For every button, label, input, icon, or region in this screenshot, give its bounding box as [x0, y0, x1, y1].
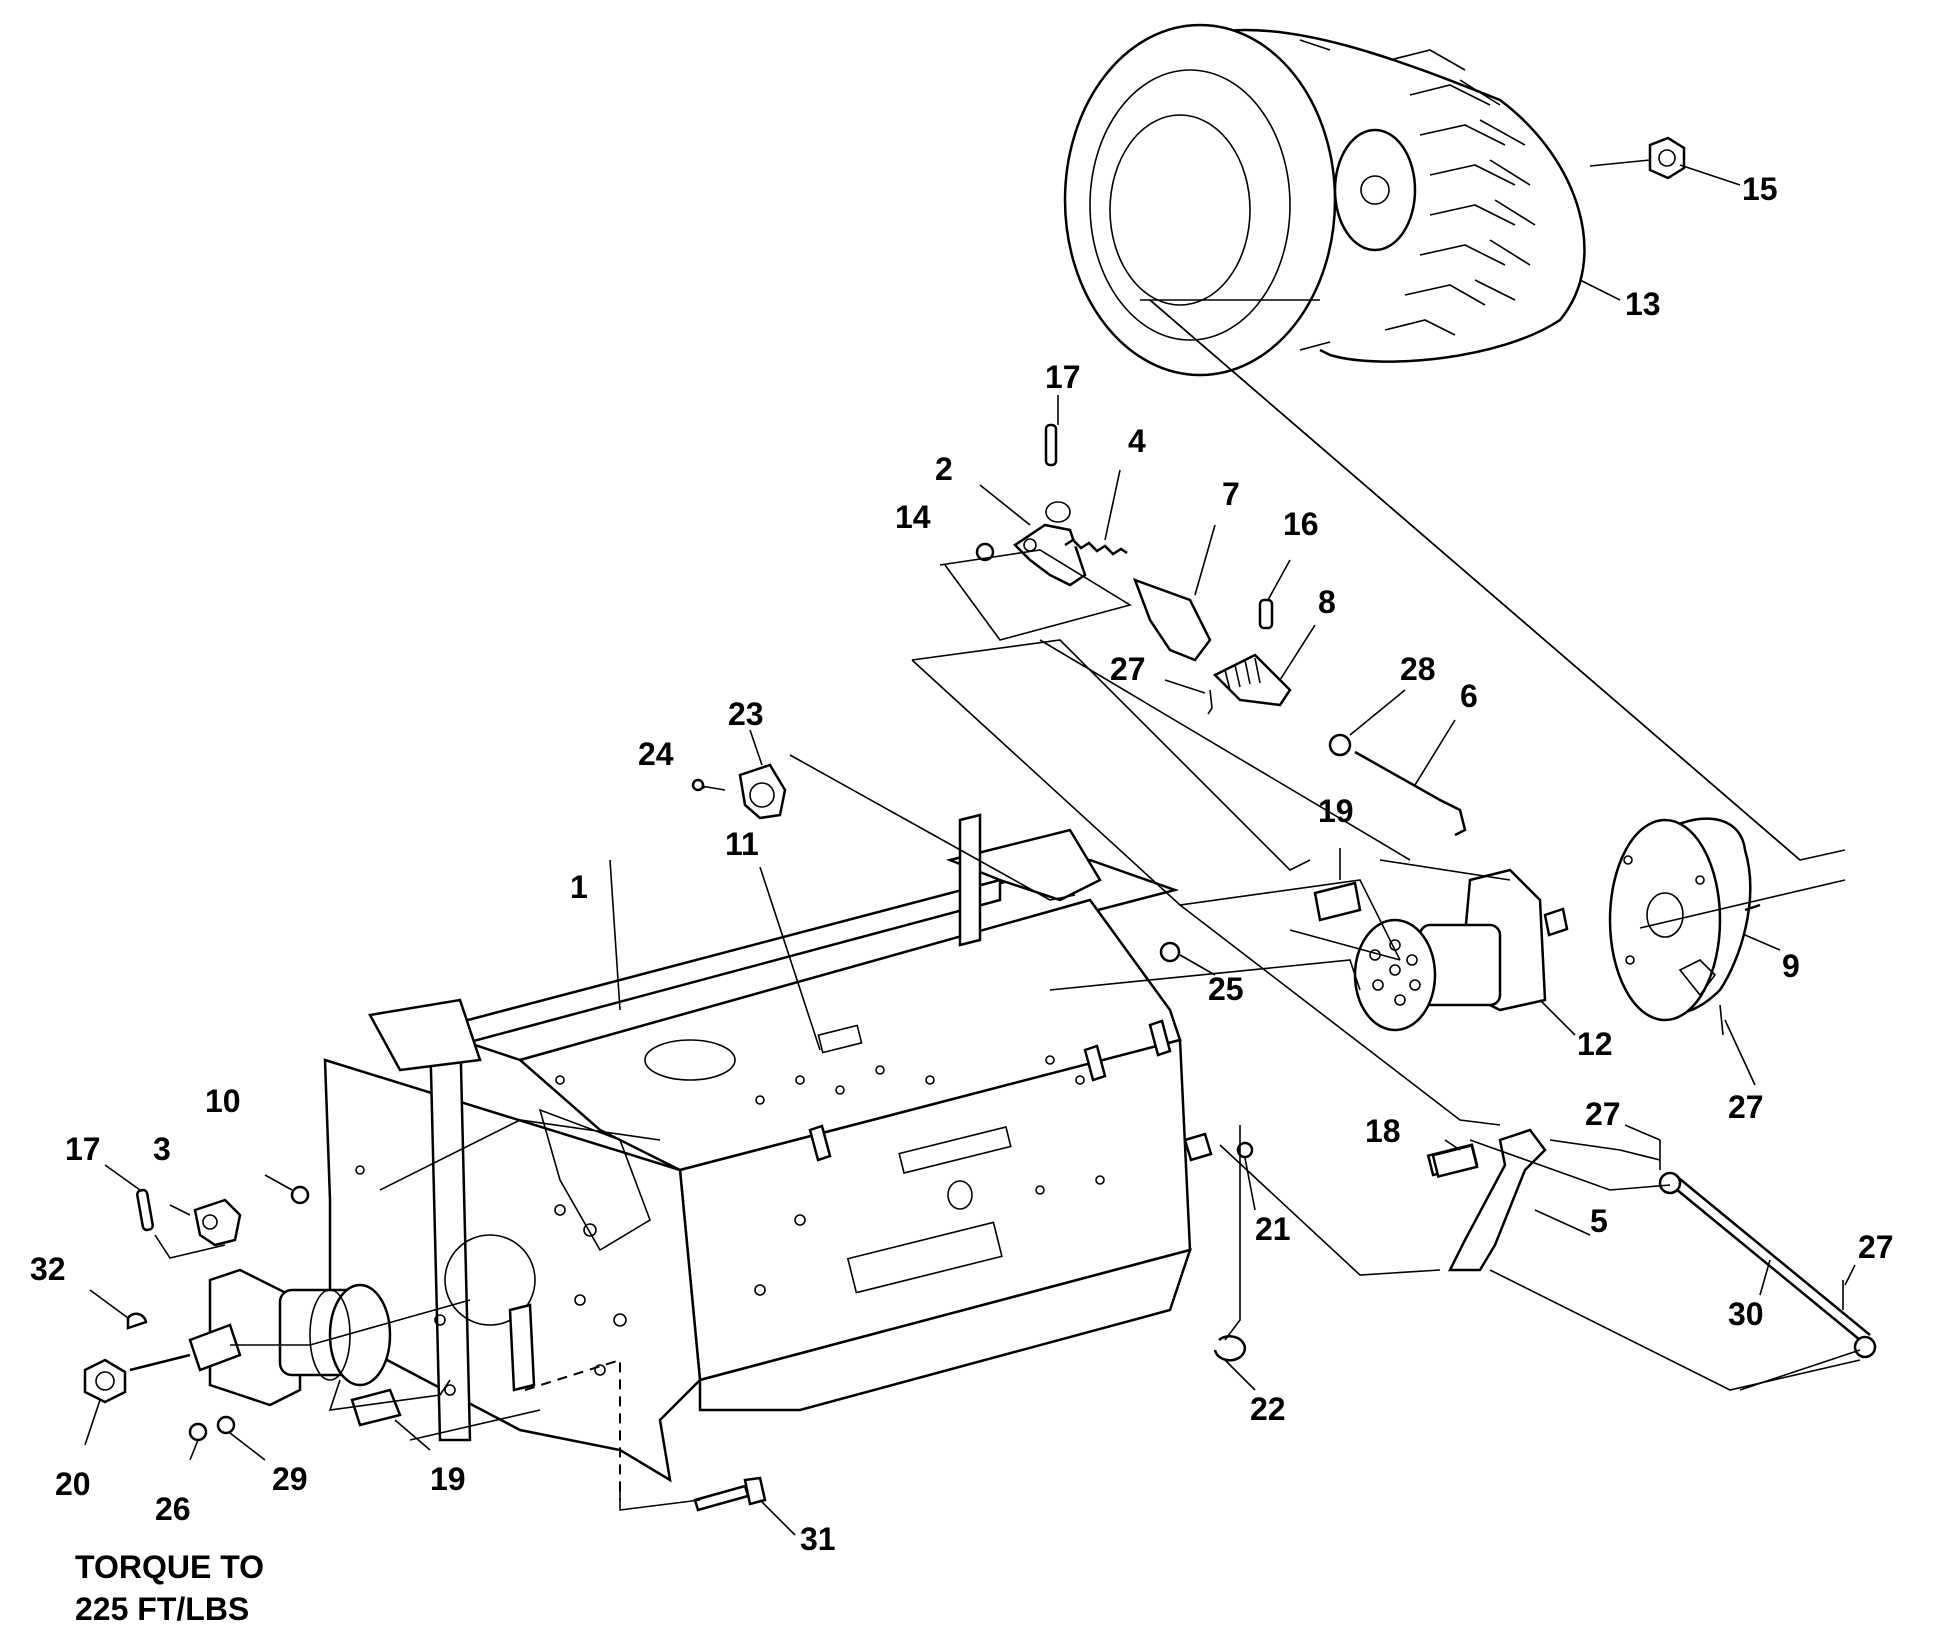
spacer-right: [1313, 881, 1362, 922]
nut-part: [1159, 941, 1181, 963]
callout-6: 6: [1460, 678, 1478, 714]
washer-29: [216, 1415, 236, 1435]
callout-9: 9: [1782, 948, 1800, 984]
callout-leaders: [84, 164, 1856, 1536]
callout-31: 31: [800, 1521, 836, 1557]
callout-23: 23: [728, 696, 764, 732]
main-frame-assembly: [323, 813, 1192, 1483]
frame-pivot-hardware: [1183, 1132, 1254, 1362]
callout-26: 26: [155, 1491, 191, 1527]
callout-3: 3: [153, 1131, 171, 1167]
brake-lever-assembly: [1426, 1128, 1877, 1359]
lug-nut-part: [1589, 136, 1686, 180]
callout-21: 21: [1255, 1211, 1291, 1247]
wheel-motor-right: [1353, 868, 1569, 1032]
callout-20: 20: [55, 1466, 91, 1502]
bracket-3-part: [135, 1188, 242, 1247]
callout-29: 29: [272, 1461, 308, 1497]
callout-16: 16: [1283, 506, 1319, 542]
callout-7: 7: [1222, 476, 1240, 512]
callout-14: 14: [895, 499, 931, 535]
callout-27-right: 27: [1858, 1229, 1894, 1265]
callout-17-left: 17: [65, 1131, 101, 1167]
callout-30: 30: [1728, 1296, 1764, 1332]
callout-11: 11: [725, 826, 759, 862]
bearing-part: [691, 763, 787, 820]
callout-32: 32: [30, 1251, 66, 1287]
callout-22: 22: [1250, 1391, 1286, 1427]
upper-linkage: [975, 423, 1467, 837]
cotter-pin-27a: [1719, 1004, 1724, 1036]
pad-18-part: [1431, 1143, 1479, 1179]
callout-1: 1: [570, 869, 588, 905]
callout-19-right: 19: [1318, 793, 1354, 829]
callout-27-rod: 27: [1585, 1096, 1621, 1132]
wheel-motor-left: [129, 1268, 392, 1407]
frame-holes: [355, 1055, 1105, 1396]
carriage-bolt-part: [693, 1476, 767, 1512]
callout-2: 2: [935, 451, 953, 487]
torque-note-line2: 225 FT/LBS: [75, 1591, 249, 1627]
callout-19-left: 19: [430, 1461, 466, 1497]
callout-17-top: 17: [1045, 359, 1081, 395]
brake-drum-part: [1608, 817, 1761, 1022]
woodruff-key-part: [126, 1312, 148, 1330]
callout-12: 12: [1577, 1026, 1613, 1062]
callout-24: 24: [638, 736, 674, 772]
callout-8: 8: [1318, 584, 1336, 620]
washer-26: [188, 1422, 208, 1442]
torque-note-line1: TORQUE TO: [75, 1549, 264, 1585]
callout-10: 10: [205, 1083, 241, 1119]
assembly-lines: [154, 299, 1861, 1511]
callout-13: 13: [1625, 286, 1661, 322]
callout-labels: 1 2 3 4 5 6 7 8 9 10 11 12 13 14 15 16 1…: [30, 171, 1894, 1557]
tire-wheel-assembly: [1063, 23, 1586, 377]
spacer-left: [350, 1388, 402, 1427]
callout-27-drum: 27: [1728, 1089, 1764, 1125]
torque-note: TORQUE TO 225 FT/LBS: [75, 1549, 264, 1627]
callout-18: 18: [1365, 1113, 1401, 1149]
callout-4: 4: [1128, 423, 1146, 459]
callout-25: 25: [1208, 971, 1244, 1007]
callout-27-upper: 27: [1110, 651, 1146, 687]
callout-28: 28: [1400, 651, 1436, 687]
callout-5: 5: [1590, 1203, 1608, 1239]
axle-nut-part: [83, 1358, 127, 1404]
callout-15: 15: [1742, 171, 1778, 207]
washer-10: [290, 1185, 310, 1205]
